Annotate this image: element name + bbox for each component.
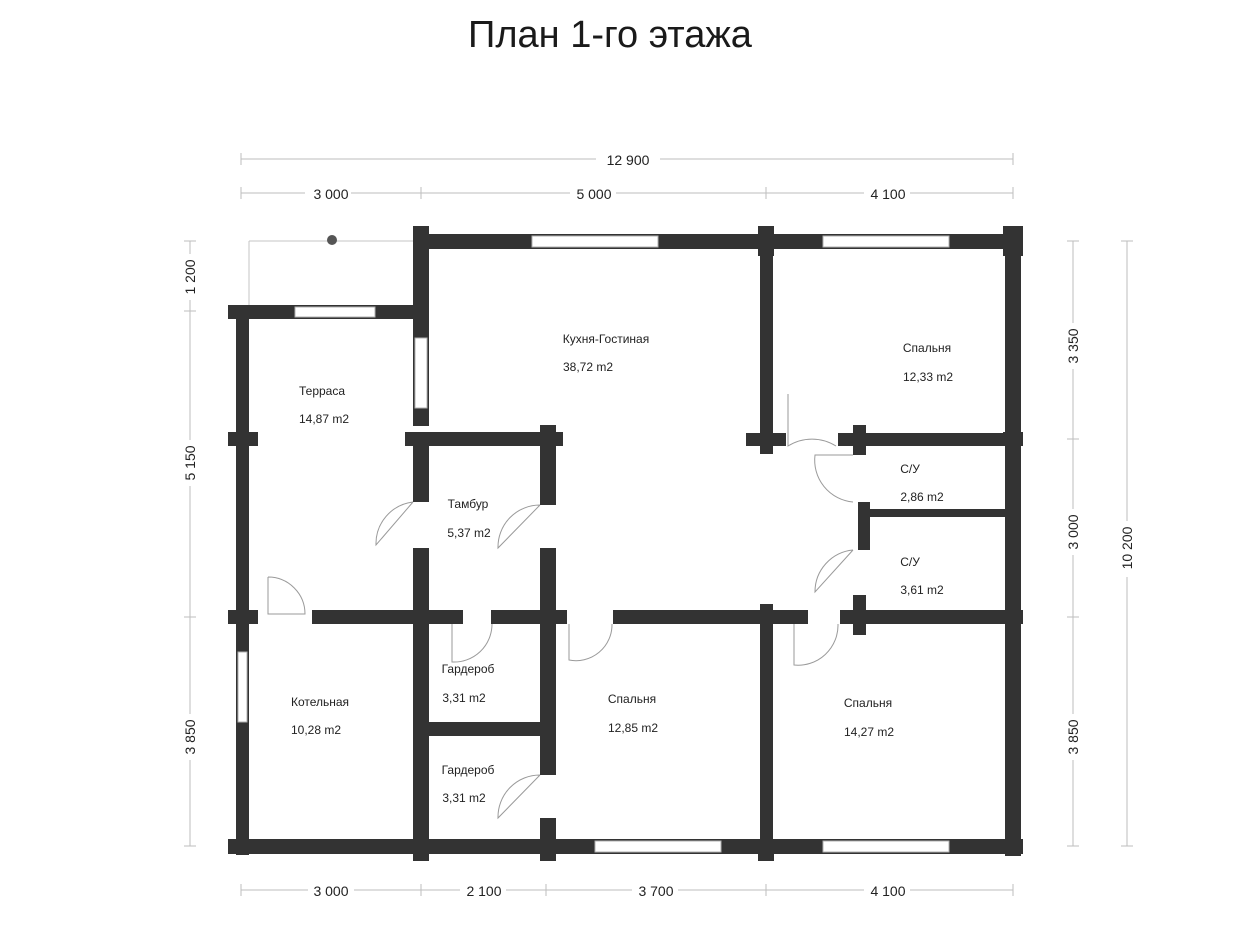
- dim-top-3: 4 100: [870, 186, 905, 202]
- dimension-lines: [184, 153, 1133, 896]
- room-terrace: Терраса 14,87 m2: [299, 384, 349, 426]
- door-swing-icon: [814, 454, 854, 503]
- room-area: 5,37 m2: [447, 526, 491, 540]
- room-area: 3,31 m2: [442, 791, 486, 805]
- room-bedroom-2: Спальня 12,85 m2: [608, 692, 658, 735]
- door-swing-icon: [497, 504, 541, 550]
- room-area: 2,86 m2: [900, 490, 944, 504]
- room-name: Терраса: [299, 384, 345, 398]
- room-area: 10,28 m2: [291, 723, 341, 737]
- room-area: 12,33 m2: [903, 370, 953, 384]
- dim-right-2: 3 000: [1065, 514, 1081, 549]
- room-name: Котельная: [291, 695, 349, 709]
- doors: [267, 394, 854, 820]
- room-name: Гардероб: [442, 763, 495, 777]
- door-swing-icon: [375, 501, 414, 547]
- window-icon: [414, 337, 428, 409]
- dim-bottom-2: 2 100: [466, 883, 501, 899]
- door-swing-icon: [497, 774, 541, 820]
- room-vestibule: Тамбур 5,37 m2: [447, 497, 491, 540]
- door-swing-icon: [568, 623, 613, 662]
- room-wardrobe-2: Гардероб 3,31 m2: [442, 763, 495, 805]
- dim-right-total: 10 200: [1119, 526, 1135, 569]
- door-swing-icon: [267, 576, 306, 615]
- dim-bottom-4: 4 100: [870, 883, 905, 899]
- room-name: Спальня: [844, 696, 892, 710]
- dim-top-total: 12 900: [607, 152, 650, 168]
- room-kitchen-living: Кухня-Гостиная 38,72 m2: [563, 332, 649, 374]
- dim-bottom-1: 3 000: [313, 883, 348, 899]
- window-icon: [594, 840, 722, 853]
- room-bathroom-1: С/У 2,86 m2: [900, 462, 944, 504]
- door-swing-icon: [814, 549, 854, 594]
- terrace-railing: [248, 235, 421, 305]
- room-labels: Терраса 14,87 m2 Кухня-Гостиная 38,72 m2…: [291, 332, 953, 805]
- room-name: С/У: [900, 555, 920, 569]
- room-area: 3,31 m2: [442, 691, 486, 705]
- dim-left-2: 5 150: [182, 445, 198, 480]
- room-area: 14,27 m2: [844, 725, 894, 739]
- dim-right-1: 3 350: [1065, 328, 1081, 363]
- room-name: Спальня: [903, 341, 951, 355]
- room-name: Гардероб: [442, 662, 495, 676]
- room-name: Кухня-Гостиная: [563, 332, 649, 346]
- dim-left-1: 1 200: [182, 259, 198, 294]
- room-area: 14,87 m2: [299, 412, 349, 426]
- dim-top-2: 5 000: [576, 186, 611, 202]
- room-area: 3,61 m2: [900, 583, 944, 597]
- window-icon: [822, 840, 950, 853]
- room-boiler: Котельная 10,28 m2: [291, 695, 349, 737]
- dim-top-1: 3 000: [313, 186, 348, 202]
- dim-left-3: 3 850: [182, 719, 198, 754]
- window-icon: [237, 651, 248, 723]
- door-swing-icon: [451, 623, 493, 663]
- page-title: План 1-го этажа: [468, 14, 752, 56]
- room-wardrobe-1: Гардероб 3,31 m2: [442, 662, 495, 705]
- window-icon: [531, 235, 659, 248]
- door-swing-icon: [787, 394, 837, 447]
- room-name: С/У: [900, 462, 920, 476]
- room-name: Спальня: [608, 692, 656, 706]
- dim-right-3: 3 850: [1065, 719, 1081, 754]
- walls: [228, 226, 1023, 861]
- terrace-post-icon: [327, 235, 337, 245]
- room-name: Тамбур: [448, 497, 489, 511]
- door-swing-icon: [793, 623, 839, 666]
- dim-bottom-3: 3 700: [638, 883, 673, 899]
- windows: [237, 235, 950, 853]
- dimension-labels: 12 900 3 000 5 000 4 100 3 000 2 100 3 7…: [181, 150, 1136, 899]
- room-area: 12,85 m2: [608, 721, 658, 735]
- window-icon: [822, 235, 950, 248]
- room-area: 38,72 m2: [563, 360, 613, 374]
- room-bedroom-3: Спальня 14,27 m2: [844, 696, 894, 739]
- room-bathroom-2: С/У 3,61 m2: [900, 555, 944, 597]
- room-bedroom-1: Спальня 12,33 m2: [903, 341, 953, 384]
- window-icon: [294, 306, 376, 318]
